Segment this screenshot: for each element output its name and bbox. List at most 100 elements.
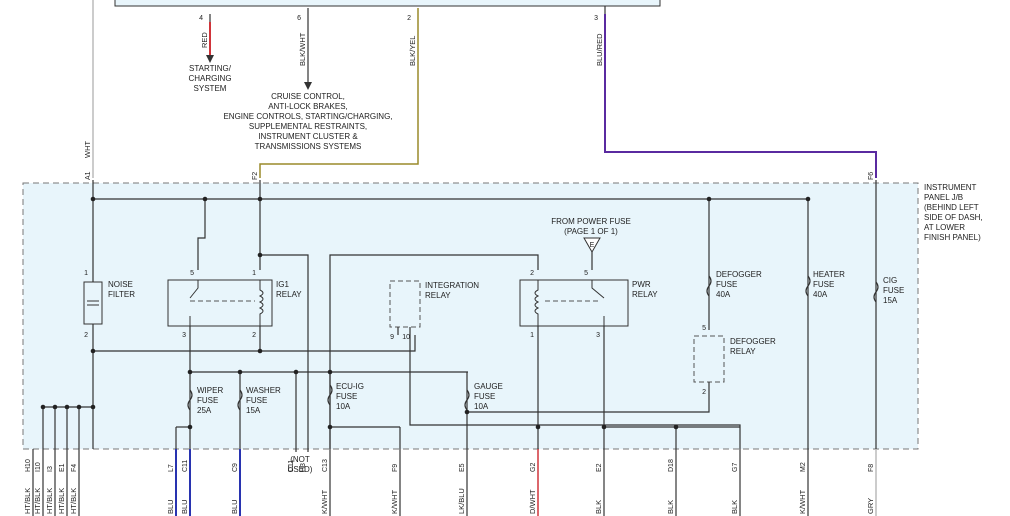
bottom-pin-d11: D11	[288, 460, 295, 472]
junction-dot	[327, 369, 333, 375]
pin-f6: F6	[868, 172, 875, 180]
bottom-color-i3: HT/BLK	[45, 488, 54, 514]
bottom-color-f4: HT/BLK	[69, 488, 78, 514]
junction-dot	[257, 196, 263, 202]
junction-dot	[90, 404, 96, 410]
int-pin-9: 9	[390, 334, 394, 341]
pin-a1: A1	[85, 171, 92, 180]
junction-dot	[40, 404, 46, 410]
bottom-color-l7: BLU	[166, 499, 175, 514]
bottom-pin-f4: F4	[71, 464, 78, 472]
blu-red-wire	[604, 14, 877, 178]
bottom-pin-e1: E1	[59, 463, 66, 472]
bottom-pin-e5: E5	[459, 463, 466, 472]
top-pin-6: 6	[297, 15, 301, 22]
junction-dot	[187, 369, 193, 375]
top-color-blk-yel: BLK/YEL	[408, 36, 417, 66]
top-pin-4: 4	[199, 15, 203, 22]
top-color-blk-wht: BLK/WHT	[298, 32, 307, 66]
noise-filter	[83, 281, 103, 325]
bottom-pin-i3: I3	[47, 466, 54, 472]
bottom-pin-d18: D18	[668, 459, 675, 472]
def-pin-5: 5	[702, 325, 706, 332]
instrument-panel-jb	[22, 182, 919, 450]
top-color-blu-red: BLU/RED	[595, 33, 604, 66]
ecu-ig-fuse	[327, 384, 333, 406]
bottom-color-g7: BLK	[730, 500, 739, 514]
junction-dot	[327, 424, 333, 430]
top-color-red: RED	[200, 32, 209, 48]
ig1-pin-5: 5	[190, 270, 194, 277]
nf-pin-2: 2	[84, 332, 88, 339]
arrow-starting	[206, 55, 214, 63]
bottom-connectors: H10HT/BLKI10HT/BLKI3HT/BLKE1HT/BLKF4HT/B…	[23, 449, 877, 516]
junction-dot	[202, 196, 208, 202]
ig1-pin-2: 2	[252, 332, 256, 339]
junction-dot	[52, 404, 58, 410]
connector-e	[583, 237, 601, 254]
junction-dot	[187, 424, 193, 430]
pwr-pin-1: 1	[530, 332, 534, 339]
junction-dot	[64, 404, 70, 410]
bottom-pin-f8: F8	[868, 464, 875, 472]
top-module-box	[114, 0, 661, 7]
bottom-color-f9: K/WHT	[390, 489, 399, 514]
washer-fuse	[237, 389, 243, 411]
bottom-pin-l7: L7	[168, 464, 175, 472]
bottom-color-f8: GRY	[866, 498, 875, 514]
def-pin-2: 2	[702, 389, 706, 396]
bottom-pin-c11: C11	[182, 460, 189, 472]
junction-dot	[76, 404, 82, 410]
wiper-fuse	[187, 389, 193, 411]
gauge-fuse	[464, 389, 470, 411]
junction-dot	[257, 348, 263, 354]
pwr-pin-3: 3	[596, 332, 600, 339]
junction-dot	[601, 424, 607, 430]
ig1-pin-3: 3	[182, 332, 186, 339]
bottom-pin-m2: M2	[800, 462, 807, 472]
bottom-pin-g7: G7	[732, 463, 739, 472]
pwr-pin-5: 5	[584, 270, 588, 277]
arrow-cruise	[304, 82, 312, 90]
bottom-color-c9: BLU	[230, 499, 239, 514]
bottom-color-h10: HT/BLK	[23, 488, 32, 514]
junction-dot	[90, 348, 96, 354]
bottom-pin-e2: E2	[596, 463, 603, 472]
wht-color-label: WHT	[83, 141, 92, 158]
junction-dot	[90, 196, 96, 202]
bottom-color-e1: HT/BLK	[57, 488, 66, 514]
cig-fuse	[873, 281, 879, 303]
top-pin-2: 2	[407, 15, 411, 22]
nf-pin-1: 1	[84, 270, 88, 277]
bottom-pin-c9: C9	[232, 463, 239, 472]
junction-dot	[673, 424, 679, 430]
bottom-color-i10: HT/BLK	[33, 488, 42, 514]
bottom-color-d18: BLK	[666, 500, 675, 514]
junction-dot	[464, 409, 470, 415]
junction-dots	[40, 196, 811, 430]
junction-dot	[293, 369, 299, 375]
defogger-fuse	[706, 275, 712, 297]
pwr-pin-2: 2	[530, 270, 534, 277]
bottom-pin-i10: I10	[35, 462, 42, 472]
bottom-color-c13: K/WHT	[320, 489, 329, 514]
ig1-pin-1: 1	[252, 270, 256, 277]
blk-yel-wire	[259, 8, 419, 178]
integration-relay	[389, 280, 421, 328]
top-pin-3: 3	[594, 15, 598, 22]
bottom-pin-g2: G2	[530, 463, 537, 472]
heater-fuse	[805, 275, 811, 297]
